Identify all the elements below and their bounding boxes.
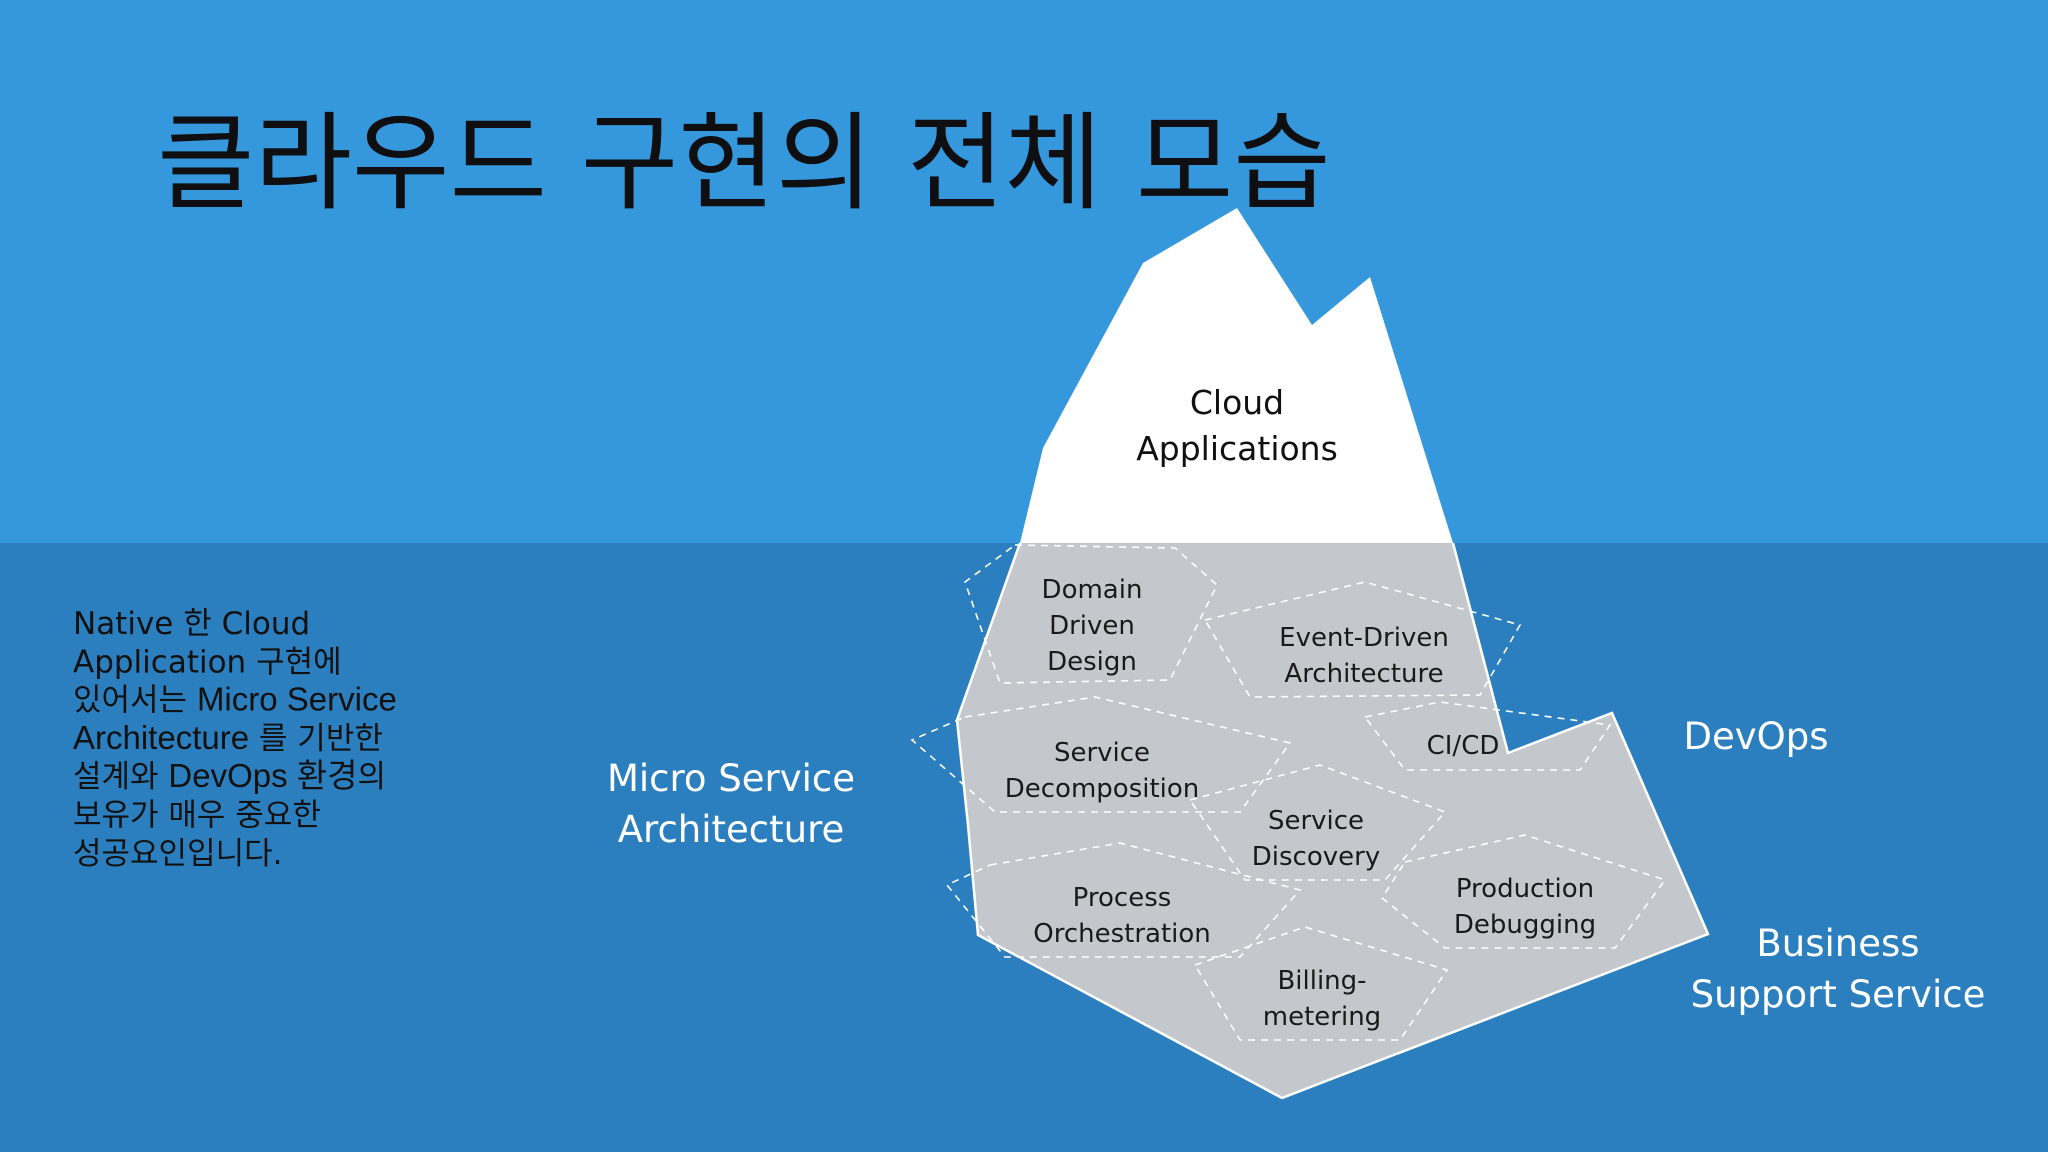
event-driven-architecture-outline — [1203, 581, 1522, 698]
ci-cd-outline — [1363, 701, 1612, 771]
service-discovery-outline — [1188, 764, 1447, 881]
production-debugging-outline — [1380, 834, 1667, 949]
iceberg — [955, 208, 1710, 1100]
node-outlines — [910, 544, 1667, 1041]
page-title: 클라우드 구현의 전체 모습 — [157, 102, 1331, 225]
billing-metering-outline — [1193, 926, 1449, 1041]
process-orchestration-outline — [945, 842, 1302, 958]
service-decomposition-outline — [910, 696, 1292, 813]
domain-driven-design-outline — [964, 544, 1218, 684]
billing-metering-label: Billing-metering — [1263, 966, 1381, 1032]
ci-cd-label: CI/CD — [1427, 731, 1500, 761]
iceberg-underwater — [955, 543, 1710, 1100]
devops-label: DevOps — [1683, 715, 1828, 758]
iceberg-tip — [1020, 208, 1453, 543]
sky-background — [0, 0, 2048, 543]
